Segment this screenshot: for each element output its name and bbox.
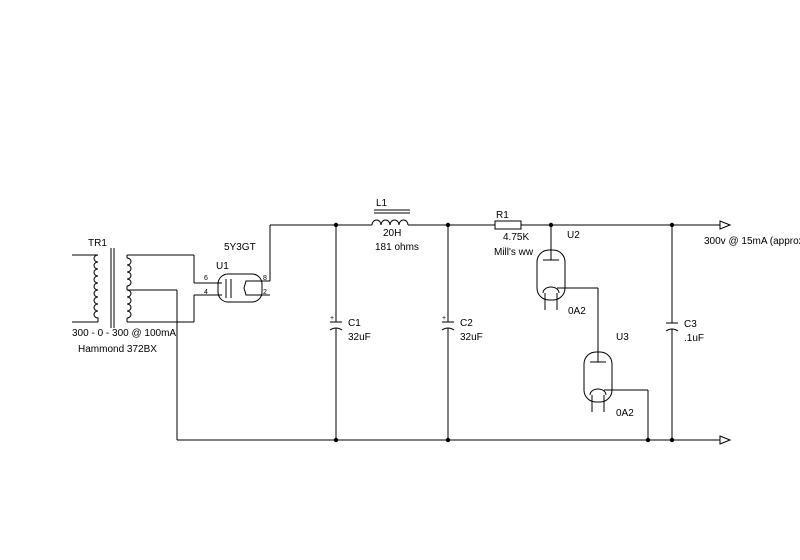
- rectifier-envelope: [217, 273, 263, 303]
- rectifier-pin-b: 4: [204, 289, 208, 296]
- capacitor-c1-value-label: 32uF: [348, 332, 371, 343]
- rectifier-type-label: 5Y3GT: [224, 242, 256, 253]
- capacitor-c1-ref-label: C1: [348, 318, 361, 329]
- choke-ref-label: L1: [376, 198, 388, 209]
- choke-coil: [371, 219, 409, 226]
- capacitor-c3-value-label: .1uF: [684, 333, 704, 344]
- regulator-u3-cathode: [589, 388, 607, 396]
- junction-dot: [445, 437, 451, 443]
- output-label: 300v @ 15mA (approx: [704, 236, 800, 247]
- capacitor-c1-polarity: +: [330, 315, 334, 322]
- capacitor-c2-ref-label: C2: [460, 318, 473, 329]
- transformer-model-label: Hammond 372BX: [78, 344, 157, 355]
- ground-arrow-icon: [719, 435, 732, 445]
- rectifier-ref-label: U1: [216, 261, 229, 272]
- junction-dot: [645, 437, 651, 443]
- primary-coil: [93, 254, 99, 322]
- regulator-u2-cathode: [542, 286, 560, 294]
- secondary-coil-lower: [126, 289, 132, 319]
- resistor-r1: R1 4.75K Mill's ww: [494, 210, 534, 258]
- resistor-note-label: Mill's ww: [494, 247, 534, 258]
- junction-dot: [333, 222, 339, 228]
- regulator-u3-ref-label: U3: [616, 332, 629, 343]
- transformer-tr1: TR1 300 - 0 - 300 @ 100mA Hammond 372BX: [72, 238, 194, 355]
- choke-resistance-label: 181 ohms: [375, 242, 419, 253]
- rectifier-filament: [243, 280, 256, 296]
- junction-dot: [333, 437, 339, 443]
- regulator-u3-type-label: 0A2: [616, 408, 634, 419]
- capacitor-c2-polarity: +: [442, 315, 446, 322]
- capacitor-c2-value-label: 32uF: [460, 332, 483, 343]
- capacitor-c3-ref-label: C3: [684, 319, 697, 330]
- transformer-ref-label: TR1: [88, 238, 107, 249]
- rectifier-pin-a: 6: [204, 275, 208, 282]
- rectifier-pin-c: 8: [263, 275, 267, 282]
- resistor-value-label: 4.75K: [503, 232, 529, 243]
- resistor-body: [494, 220, 522, 230]
- capacitor-c3: C3 .1uF: [665, 225, 704, 440]
- output-arrow-icon: [719, 220, 732, 230]
- rectifier-pin-d: 2: [263, 289, 267, 296]
- regulator-u3-envelope: [583, 351, 613, 403]
- regulator-tube-u2: U2 0A2: [536, 225, 598, 317]
- rectifier-tube-u1: 5Y3GT U1 6 4 8 2: [204, 242, 270, 303]
- regulator-u2-ref-label: U2: [567, 230, 580, 241]
- choke-value-label: 20H: [383, 228, 401, 239]
- regulator-u2-type-label: 0A2: [568, 306, 586, 317]
- junction-dot: [669, 437, 675, 443]
- regulator-u2-envelope: [536, 249, 566, 301]
- regulator-tube-u3: U3 0A2: [583, 332, 649, 440]
- secondary-coil-upper: [126, 257, 132, 287]
- capacitor-c1: + C1 32uF: [329, 225, 371, 440]
- capacitor-c2: + C2 32uF: [441, 225, 483, 440]
- transformer-rating-label: 300 - 0 - 300 @ 100mA: [72, 328, 176, 339]
- junction-dot: [445, 222, 451, 228]
- choke-l1: L1 20H 181 ohms: [371, 198, 419, 253]
- junction-dot: [548, 222, 554, 228]
- resistor-ref-label: R1: [496, 210, 509, 221]
- junction-dot: [669, 222, 675, 228]
